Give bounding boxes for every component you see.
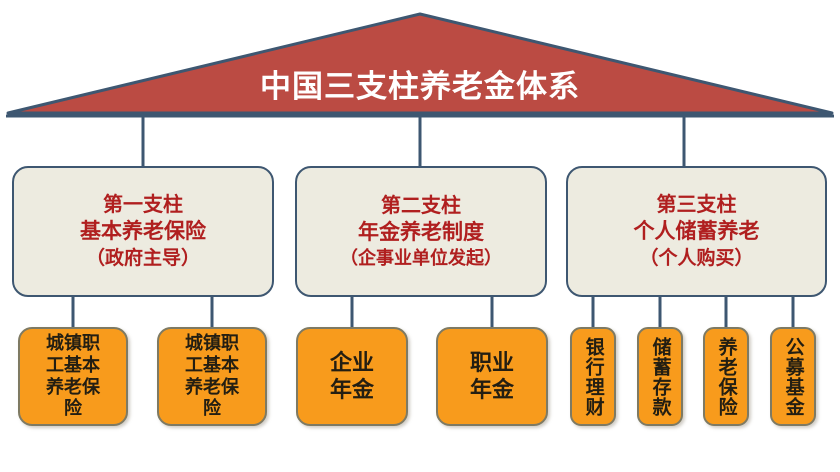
pillar-2-note: （企事业单位发起） <box>340 247 502 268</box>
leaf-line: 职业 <box>469 349 514 375</box>
pillar-1-name: 第一支柱 <box>103 193 183 216</box>
leaf-line: 银行理财 <box>582 336 604 417</box>
leaf-line: 城镇职 <box>46 332 100 353</box>
leaf-line: 公募基金 <box>782 336 804 417</box>
leaf-line: 企业 <box>329 349 374 375</box>
pillar-3-name: 第三支柱 <box>656 193 737 216</box>
leaf-box-pillar-3-child-3[interactable]: 养老保险 <box>703 327 749 426</box>
pillar-1-subtitle: 基本养老保险 <box>80 220 206 244</box>
leaf-line: 险 <box>203 398 221 419</box>
leaf-line: 城镇职 <box>185 332 239 353</box>
pillar-3-note: （个人购买） <box>639 248 754 270</box>
leaf-box-pillar-3-child-4[interactable]: 公募基金 <box>770 327 816 426</box>
pillar-1-note: （政府主导） <box>85 248 200 270</box>
pillar-3-subtitle: 个人储蓄养老 <box>633 220 760 244</box>
pillar-box-3[interactable]: 第三支柱 个人储蓄养老 （个人购买） <box>566 166 827 297</box>
leaf-box-pillar-2-child-2[interactable]: 职业 年金 <box>436 327 548 426</box>
pillar-2-subtitle: 年金养老制度 <box>358 220 484 244</box>
leaf-line: 养老保 <box>185 376 239 397</box>
pillar-box-2[interactable]: 第二支柱 年金养老制度 （企事业单位发起） <box>295 166 547 297</box>
leaf-line: 险 <box>64 398 82 419</box>
leaf-line: 年金 <box>329 376 374 402</box>
diagram-title: 中国三支柱养老金体系 <box>260 69 580 104</box>
leaf-line: 年金 <box>469 376 514 402</box>
leaf-line: 养老保险 <box>715 336 737 417</box>
leaf-line: 工基本 <box>185 354 239 375</box>
roof-triangle <box>6 12 834 115</box>
leaf-line: 储蓄存款 <box>649 336 671 417</box>
pillar-box-1[interactable]: 第一支柱 基本养老保险 （政府主导） <box>12 166 274 297</box>
leaf-box-pillar-1-child-2[interactable]: 城镇职 工基本 养老保 险 <box>157 327 267 426</box>
leaf-line: 养老保 <box>46 376 100 397</box>
leaf-box-pillar-3-child-2[interactable]: 储蓄存款 <box>637 327 683 426</box>
leaf-box-pillar-3-child-1[interactable]: 银行理财 <box>570 327 616 426</box>
pillar-2-name: 第二支柱 <box>381 194 461 217</box>
leaf-box-pillar-1-child-1[interactable]: 城镇职 工基本 养老保 险 <box>18 327 128 426</box>
leaf-box-pillar-2-child-1[interactable]: 企业 年金 <box>296 327 408 426</box>
leaf-line: 工基本 <box>46 354 100 375</box>
